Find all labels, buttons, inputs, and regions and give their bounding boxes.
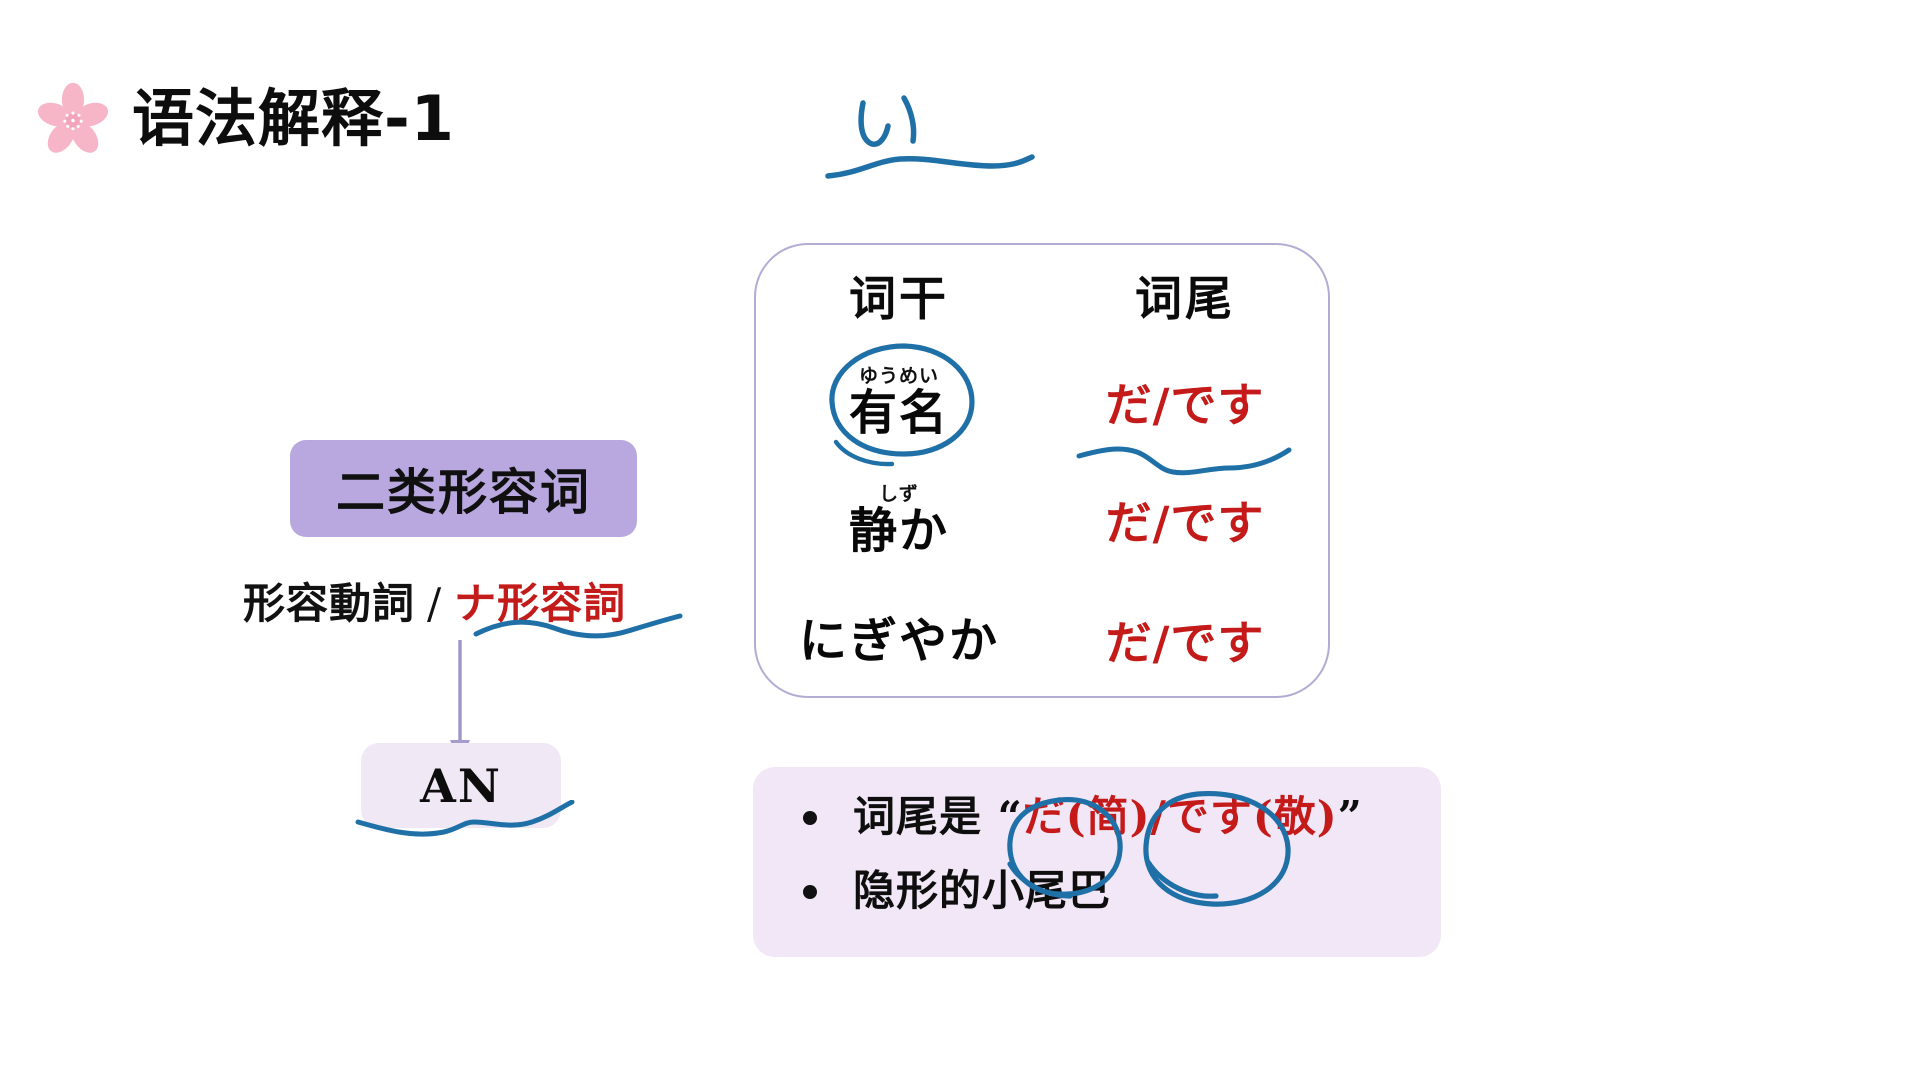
note-plain-form: だ(简) [1022, 792, 1151, 841]
table-row-ending-2: だ/です [1105, 496, 1265, 550]
note-item-2: 隐形的小尾巴 [753, 861, 1441, 935]
sakura-flower-icon [37, 82, 109, 153]
alt-name-separator: / [427, 579, 443, 628]
table-row-stem-1: ゆうめい 有名 [848, 365, 949, 441]
table-row-stem-3: にぎやか [799, 614, 999, 665]
alt-name-keiyoudoushi: 形容動詞 [243, 579, 416, 628]
alt-name-na-keiyoushi: ナ形容詞 [454, 579, 627, 628]
abbreviation-chip-an: AN [361, 743, 561, 828]
note-item-1: 词尾是 “だ(简)/です(敬)” [753, 787, 1441, 861]
column-header-stem: 词干 [849, 271, 949, 327]
stem-word-3: にぎやか [798, 613, 999, 669]
abbreviation-chip-label: AN [420, 758, 502, 813]
note-middle-slash: / [1150, 792, 1167, 841]
page-title: 语法解释-1 [132, 82, 455, 155]
notes-card: 词尾是 “だ(简)/です(敬)” 隐形的小尾巴 [753, 767, 1441, 957]
note-item-2-text: 隐形的小尾巴 [853, 866, 1112, 915]
stem-word-2: 静か [848, 503, 949, 559]
page-header: 语法解释-1 [36, 82, 455, 156]
category-chip-ni-lei-xing-rong-ci: 二类形容词 [290, 440, 637, 537]
bullet-icon [803, 811, 817, 825]
note-prefix: 词尾是 “ [853, 792, 1023, 841]
bullet-icon [803, 885, 817, 899]
table-row-ending-3: だ/です [1105, 615, 1265, 670]
conjugation-table: 词干 词尾 ゆうめい 有名 だ/です しず 静か だ/です にぎやか だ/です [756, 245, 1328, 696]
alternate-names-row: 形容動詞 / ナ形容詞 [243, 570, 626, 631]
furigana-2: しず [879, 483, 919, 505]
note-suffix: ” [1337, 792, 1363, 841]
conjugation-table-card: 词干 词尾 ゆうめい 有名 だ/です しず 静か だ/です にぎやか だ/です [754, 243, 1330, 698]
note-item-1-text: 词尾是 “だ(简)/です(敬)” [853, 787, 1363, 848]
table-row-ending-1: だ/です [1105, 378, 1265, 432]
column-header-ending: 词尾 [1135, 271, 1235, 327]
ink-kana-i-annotation [825, 95, 1035, 179]
stem-word-1: 有名 [848, 385, 949, 441]
category-chip-label: 二类形容词 [335, 463, 591, 521]
table-row-stem-2: しず 静か [848, 483, 949, 559]
furigana-1: ゆうめい [858, 365, 939, 387]
note-polite-form: です(敬) [1166, 792, 1338, 841]
